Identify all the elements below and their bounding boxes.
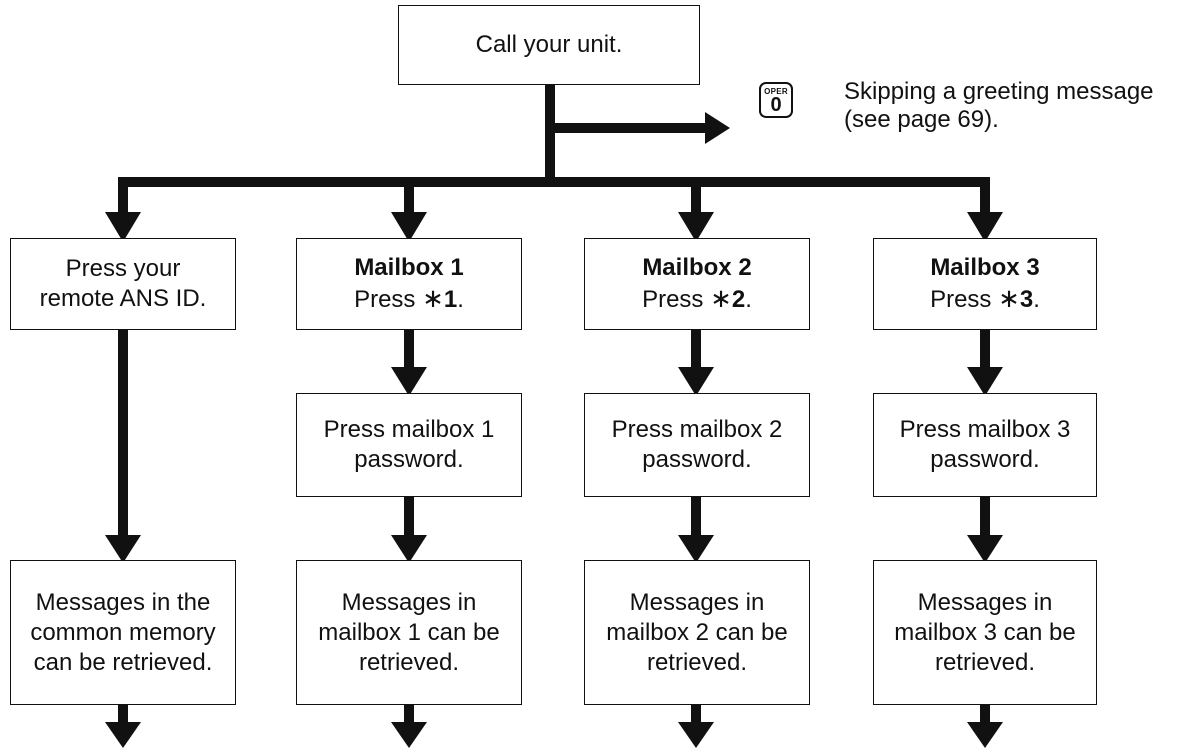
- col2-star-icon: ∗: [422, 283, 444, 313]
- col3-step2-line2: password.: [642, 446, 752, 473]
- key-oper-label: OPER: [764, 87, 788, 96]
- col4-period: .: [1033, 286, 1040, 313]
- col4-result-line3: retrieved.: [934, 648, 1036, 676]
- arrow-col1-step1: [105, 212, 141, 242]
- arrow-col4-step2: [967, 367, 1003, 396]
- col4-result-line2: mailbox 3 can be: [894, 618, 1076, 646]
- arrow-col3-step2: [678, 367, 714, 396]
- arrow-col3-out: [678, 722, 714, 748]
- col4-press-line: Press ∗3.: [930, 283, 1040, 315]
- skip-arrowhead: [705, 112, 730, 144]
- col3-press-line: Press ∗2.: [642, 283, 752, 315]
- arrow-col4-result: [967, 535, 1003, 563]
- arrow-col2-out: [391, 722, 427, 748]
- skip-greeting-note: Skipping a greeting message (see page 69…: [844, 78, 1154, 134]
- start-box: Call your unit.: [398, 5, 700, 85]
- col2-mailbox-title: Mailbox 1: [354, 254, 464, 281]
- col3-result-line1: Messages in: [629, 588, 765, 616]
- col1-result-line3: can be retrieved.: [33, 648, 213, 676]
- arrow-col4-out: [967, 722, 1003, 748]
- col2-result-box: Messages in mailbox 1 can be retrieved.: [296, 560, 522, 705]
- col4-star-icon: ∗: [998, 283, 1020, 313]
- arrow-col2-result: [391, 535, 427, 563]
- col1-step1-line1: Press your: [65, 255, 181, 282]
- col3-result-box: Messages in mailbox 2 can be retrieved.: [584, 560, 810, 705]
- arrow-col4-step1: [967, 212, 1003, 242]
- col3-step2-line1: Press mailbox 2: [611, 416, 783, 443]
- arrow-col1-result: [105, 535, 141, 563]
- col2-step2-line1: Press mailbox 1: [323, 416, 495, 443]
- col4-step1-box: Mailbox 3 Press ∗3.: [873, 238, 1097, 330]
- arrow-col2-step1: [391, 212, 427, 242]
- skip-line-2: (see page 69).: [844, 106, 999, 133]
- col4-step2-line2: password.: [930, 446, 1040, 473]
- trunk-line: [545, 85, 555, 182]
- col2-press-text: Press: [354, 286, 423, 313]
- col2-step2-box: Press mailbox 1 password.: [296, 393, 522, 497]
- col4-result-line1: Messages in: [917, 588, 1053, 616]
- col4-mailbox-title: Mailbox 3: [930, 254, 1040, 281]
- col3-step2-box: Press mailbox 2 password.: [584, 393, 810, 497]
- col3-step1-box: Mailbox 2 Press ∗2.: [584, 238, 810, 330]
- col1-step1-box: Press your remote ANS ID.: [10, 238, 236, 330]
- col1-step1-line2: remote ANS ID.: [39, 285, 207, 312]
- col2-result-line1: Messages in: [341, 588, 477, 616]
- arrow-col3-step1: [678, 212, 714, 242]
- col2-step1-box: Mailbox 1 Press ∗1.: [296, 238, 522, 330]
- col2-result-line3: retrieved.: [358, 648, 460, 676]
- col4-code: 3: [1019, 286, 1034, 313]
- skip-branch-line: [555, 123, 705, 133]
- col4-step2-box: Press mailbox 3 password.: [873, 393, 1097, 497]
- col1-result-box: Messages in the common memory can be ret…: [10, 560, 236, 705]
- col4-result-box: Messages in mailbox 3 can be retrieved.: [873, 560, 1097, 705]
- arrow-col3-result: [678, 535, 714, 563]
- col2-press-line: Press ∗1.: [354, 283, 464, 315]
- col4-step2-line1: Press mailbox 3: [899, 416, 1071, 443]
- col3-code: 2: [731, 286, 746, 313]
- col1-result-line2: common memory: [30, 618, 216, 646]
- arrow-col2-step2: [391, 367, 427, 396]
- start-label: Call your unit.: [475, 31, 623, 58]
- arrow-col1-out: [105, 722, 141, 748]
- col3-star-icon: ∗: [710, 283, 732, 313]
- col3-press-text: Press: [642, 286, 711, 313]
- col4-press-text: Press: [930, 286, 999, 313]
- distribution-bar: [118, 177, 990, 187]
- col2-result-line2: mailbox 1 can be: [318, 618, 500, 646]
- col3-result-line3: retrieved.: [646, 648, 748, 676]
- col1-result-line1: Messages in the: [35, 588, 211, 616]
- col2-period: .: [457, 286, 464, 313]
- col2-code: 1: [443, 286, 458, 313]
- skip-line-1: Skipping a greeting message: [844, 78, 1154, 105]
- col3-result-line2: mailbox 2 can be: [606, 618, 788, 646]
- col3-mailbox-title: Mailbox 2: [642, 254, 752, 281]
- col2-step2-line2: password.: [354, 446, 464, 473]
- col3-period: .: [745, 286, 752, 313]
- oper-0-key-icon: OPER 0: [759, 82, 793, 118]
- key-number: 0: [770, 94, 782, 116]
